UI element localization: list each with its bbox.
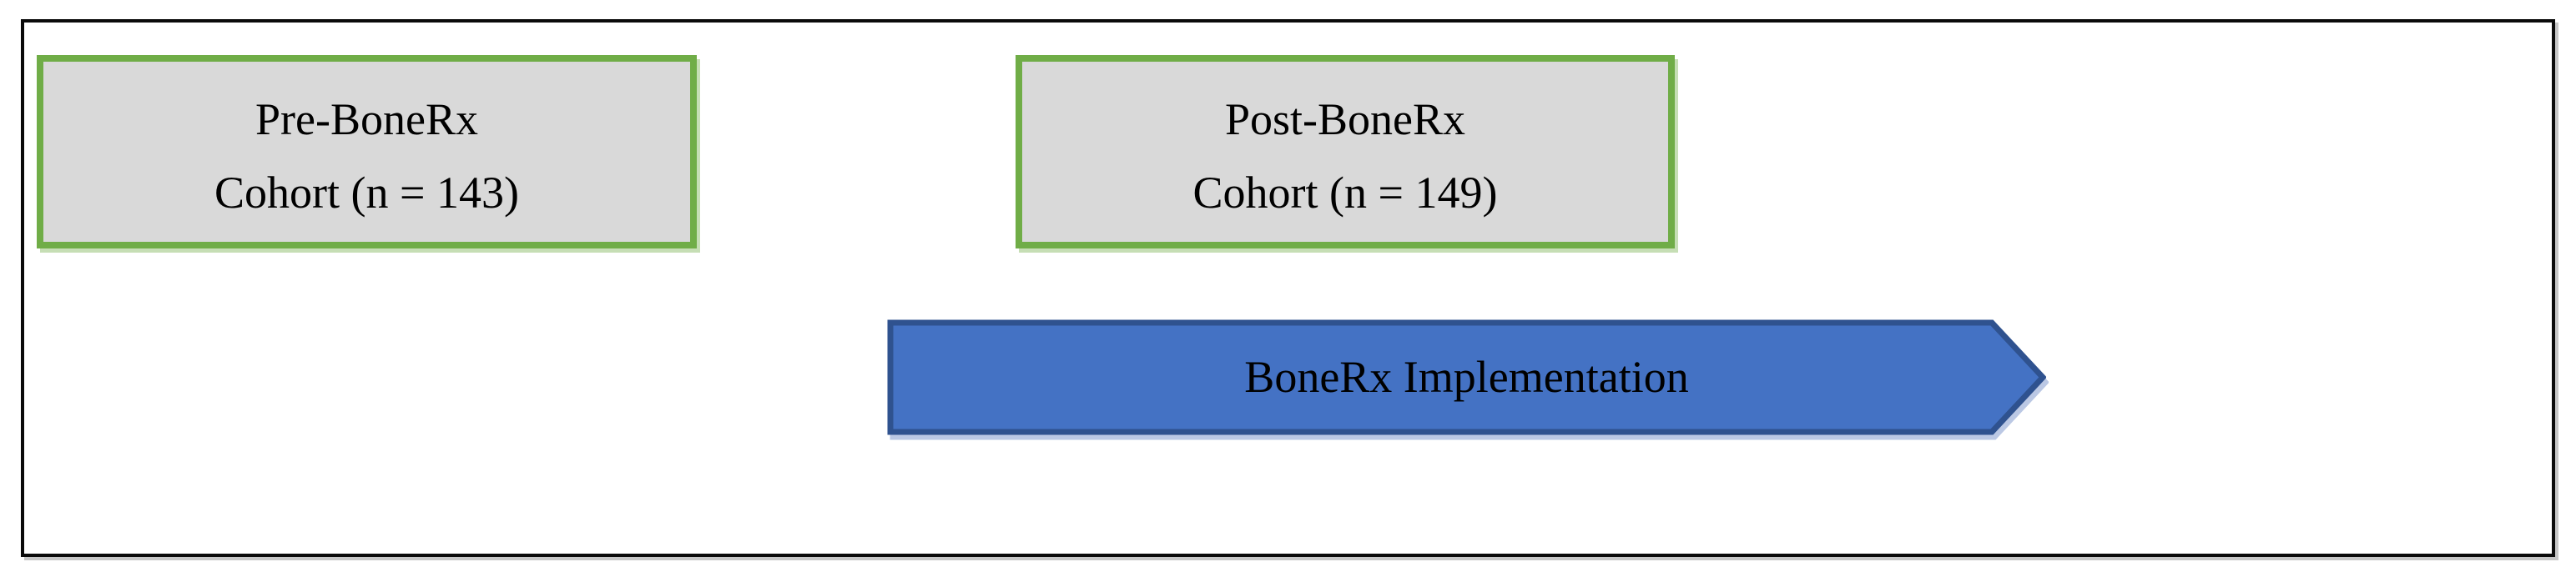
post-cohort-count: Cohort (n = 149) xyxy=(1192,168,1498,218)
pre-cohort-count: Cohort (n = 143) xyxy=(214,168,519,218)
implementation-arrow-label: BoneRx Implementation xyxy=(1244,352,1689,402)
pre-bonerx-cohort-box: Pre-BoneRx Cohort (n = 143) xyxy=(37,55,697,248)
implementation-timeline-arrow: BoneRx Implementation xyxy=(887,319,2046,435)
figure-frame: Pre-BoneRx Cohort (n = 143) Post-BoneRx … xyxy=(21,19,2555,557)
pre-cohort-title: Pre-BoneRx xyxy=(255,94,478,144)
post-cohort-title: Post-BoneRx xyxy=(1224,94,1466,144)
post-bonerx-cohort-box: Post-BoneRx Cohort (n = 149) xyxy=(1016,55,1675,248)
right-arrow-pentagon-icon xyxy=(887,319,2046,435)
